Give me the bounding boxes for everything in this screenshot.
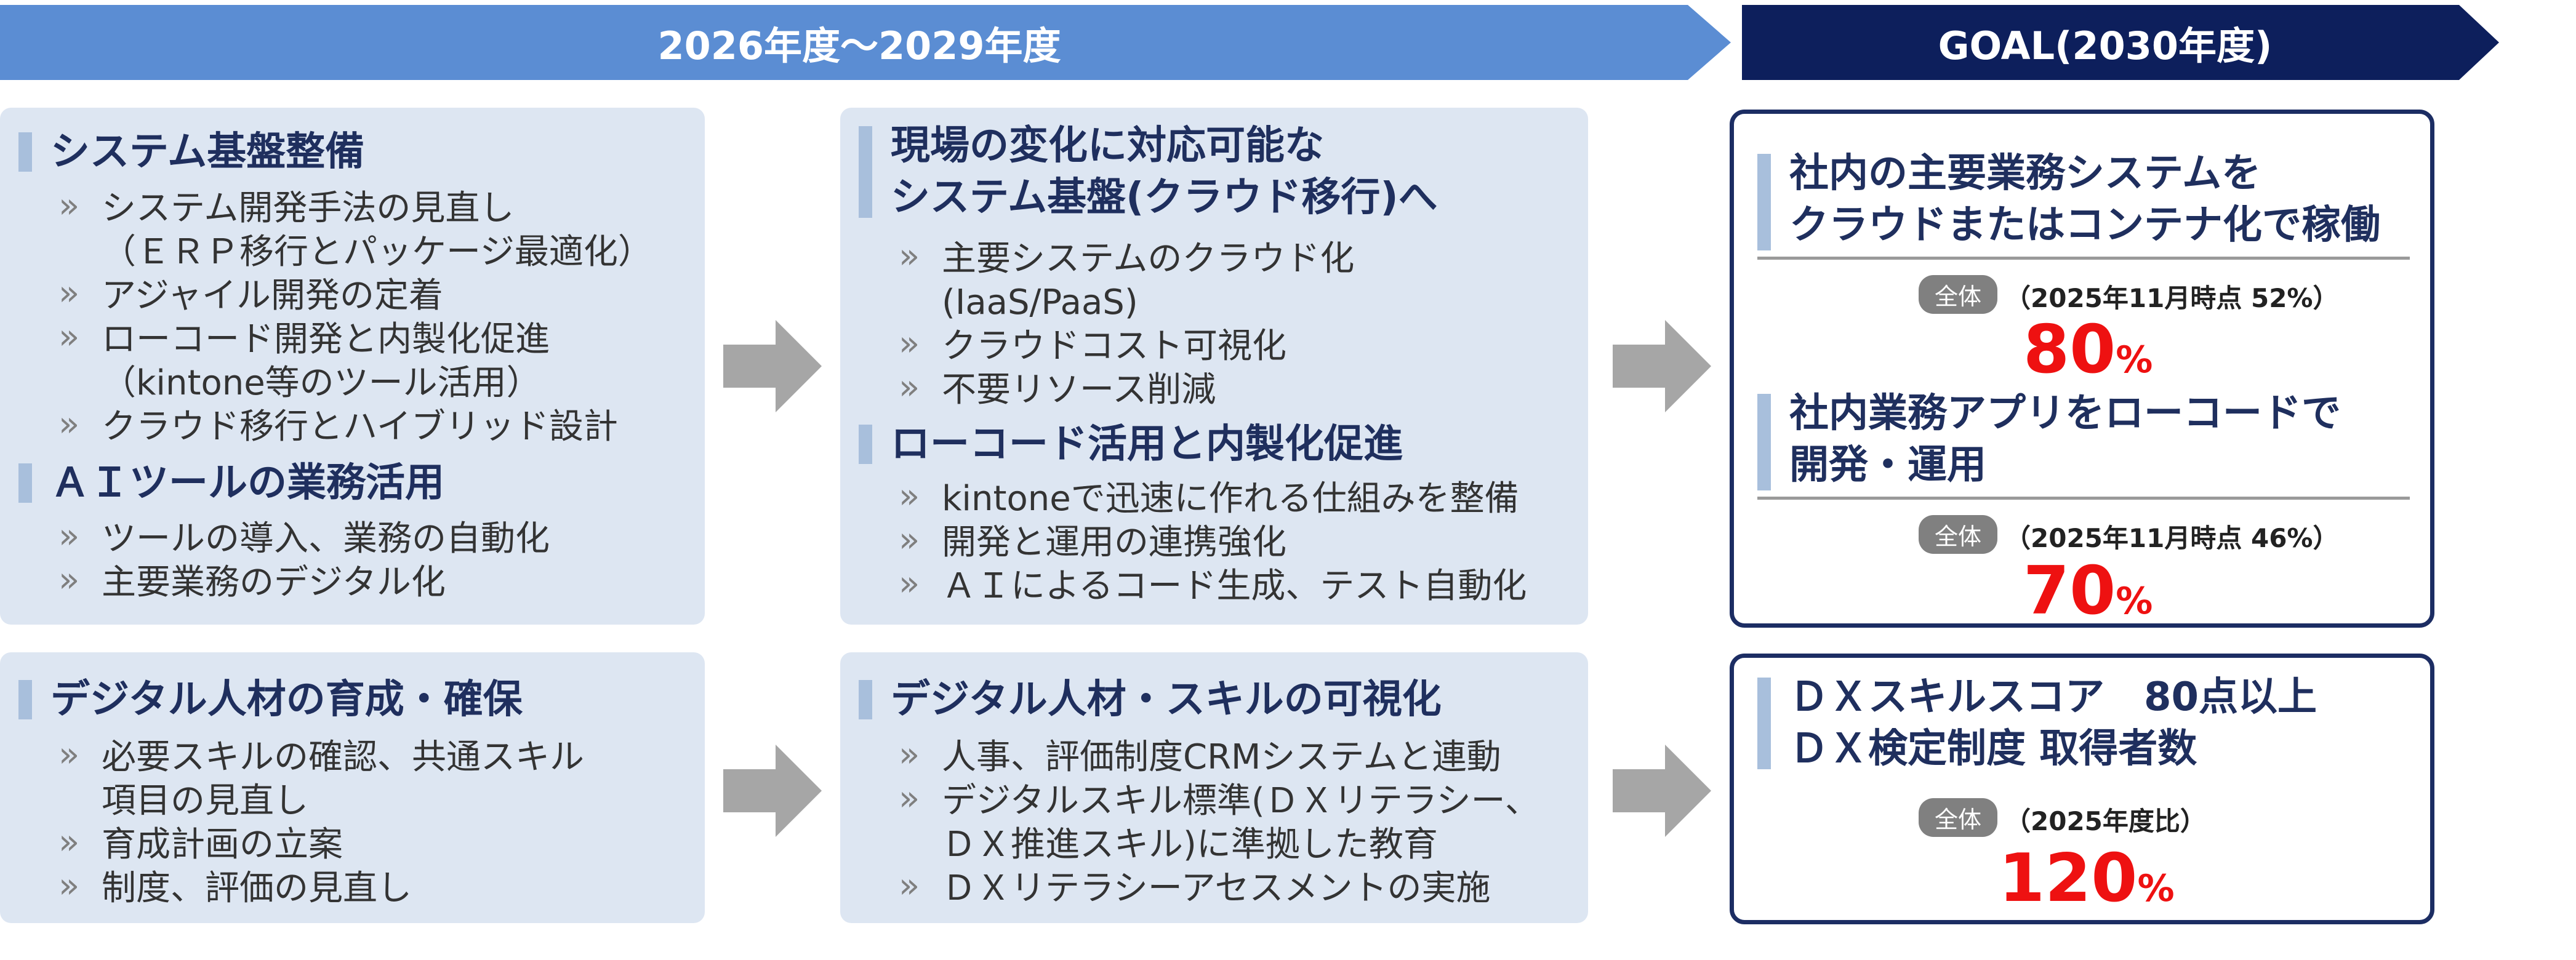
row2-col2-box: デジタル人材・スキルの可視化 人事、評価制度CRMシステムと連動 デジタルスキル…	[840, 652, 1588, 923]
arrow-right-icon	[1613, 745, 1711, 837]
row2-col1-box: デジタル人材の育成・確保 必要スキルの確認、共通スキル 項目の見直し 育成計画の…	[0, 652, 705, 923]
arrow-right-icon	[1613, 320, 1711, 412]
list-item: デジタルスキル標準(ＤＸリテラシー、	[899, 777, 1539, 823]
goal-banner-label: GOAL(2030年度)	[1938, 23, 2273, 68]
section-title-cloud-migration: 現場の変化に対応可能な システム基盤(クラウド移行)へ	[859, 120, 1438, 224]
list-item: ＤＸリテラシーアセスメントの実施	[899, 864, 1539, 910]
list-item: (IaaS/PaaS)	[942, 282, 1138, 322]
list-item: 不要リソース削減	[899, 366, 1354, 412]
goal-title-cloud-systems: 社内の主要業務システムを クラウドまたはコンテナ化で稼働	[1757, 148, 2410, 260]
baseline-note: （2025年度比）	[2005, 806, 2206, 836]
section-title-system-foundation: システム基盤整備	[18, 126, 364, 178]
goal-banner: GOAL(2030年度)	[1742, 5, 2499, 80]
list-item: 育成計画の立案	[58, 820, 584, 866]
list-item: 項目の見直し	[102, 781, 308, 821]
arrow-right-icon	[723, 745, 822, 837]
baseline-note: （2025年11月時点 52%）	[2005, 283, 2339, 313]
digital-talent-list: 必要スキルの確認、共通スキル 項目の見直し 育成計画の立案 制度、評価の見直し	[58, 733, 584, 910]
section-title-ai-tools: ＡＩツールの業務活用	[18, 457, 444, 509]
section-title-skill-visualization: デジタル人材・スキルの可視化	[859, 674, 1442, 726]
list-item: ツールの導入、業務の自動化	[58, 514, 550, 561]
list-item: システム開発手法の見直し	[58, 184, 652, 230]
list-item: アジャイル開発の定着	[58, 271, 652, 318]
period-banner-label: 2026年度～2029年度	[657, 23, 1061, 68]
row1-col1-box: システム基盤整備 システム開発手法の見直し （ＥＲＰ移行とパッケージ最適化） ア…	[0, 108, 705, 625]
list-item: ＡＩによるコード生成、テスト自動化	[899, 562, 1527, 608]
ai-tools-list: ツールの導入、業務の自動化 主要業務のデジタル化	[58, 514, 550, 604]
list-item: 必要スキルの確認、共通スキル	[58, 733, 584, 779]
section-title-digital-talent: デジタル人材の育成・確保	[18, 674, 523, 726]
scope-badge: 全体	[1919, 275, 1998, 314]
target-unit: %	[2137, 867, 2175, 910]
list-item: 主要業務のデジタル化	[58, 558, 550, 604]
skill-visualization-list: 人事、評価制度CRMシステムと連動 デジタルスキル標準(ＤＸリテラシー、 ＤＸ推…	[899, 733, 1539, 910]
title-line: 社内業務アプリをローコードで	[1789, 391, 2341, 436]
list-item: 人事、評価制度CRMシステムと連動	[899, 733, 1539, 779]
list-item: （ＥＲＰ移行とパッケージ最適化）	[102, 232, 652, 272]
title-line: ＤＸスキルスコア 80点以上	[1789, 674, 2317, 720]
row2-goal-box: ＤＸスキルスコア 80点以上 ＤＸ検定制度 取得者数 全体 （2025年度比） …	[1730, 654, 2434, 924]
baseline-note: （2025年11月時点 46%）	[2005, 523, 2339, 553]
title-line: ＤＸ検定制度 取得者数	[1789, 726, 2197, 772]
list-item: 開発と運用の連携強化	[899, 518, 1527, 564]
arrow-right-icon	[723, 320, 822, 412]
list-item: kintoneで迅速に作れる仕組みを整備	[899, 474, 1527, 521]
title-line: クラウドまたはコンテナ化で稼働	[1789, 202, 2380, 249]
target-unit: %	[2116, 580, 2153, 623]
low-code-list: kintoneで迅速に作れる仕組みを整備 開発と運用の連携強化 ＡＩによるコード…	[899, 474, 1527, 608]
target-number: 120	[1999, 840, 2138, 917]
goal-title-low-code-apps: 社内業務アプリをローコードで 開発・運用	[1757, 388, 2410, 500]
target-value: 80%	[2023, 317, 2153, 383]
row1-goal-box: 社内の主要業務システムを クラウドまたはコンテナ化で稼働 全体 （2025年11…	[1730, 110, 2434, 628]
title-line: 社内の主要業務システムを	[1789, 151, 2261, 196]
list-item: 制度、評価の見直し	[58, 864, 584, 910]
row1-col2-box: 現場の変化に対応可能な システム基盤(クラウド移行)へ 主要システムのクラウド化…	[840, 108, 1588, 625]
list-item: ＤＸ推進スキル)に準拠した教育	[942, 825, 1438, 865]
scope-badge: 全体	[1919, 515, 1998, 554]
period-banner: 2026年度～2029年度	[0, 5, 1731, 80]
section-title-low-code: ローコード活用と内製化促進	[859, 418, 1403, 470]
list-item: クラウド移行とハイブリッド設計	[58, 402, 652, 449]
list-item: （kintone等のツール活用）	[102, 363, 541, 403]
target-value: 120%	[1999, 846, 2175, 912]
list-item: クラウドコスト可視化	[899, 322, 1354, 368]
target-value: 70%	[2023, 558, 2153, 625]
target-unit: %	[2116, 338, 2153, 382]
title-line: 現場の変化に対応可能な	[891, 123, 1324, 169]
title-line: システム基盤(クラウド移行)へ	[891, 175, 1438, 221]
scope-badge: 全体	[1919, 798, 1998, 837]
target-number: 70	[2023, 553, 2116, 630]
list-item: 主要システムのクラウド化	[899, 234, 1354, 281]
system-foundation-list: システム開発手法の見直し （ＥＲＰ移行とパッケージ最適化） アジャイル開発の定着…	[58, 184, 652, 449]
target-number: 80	[2023, 311, 2116, 388]
list-item: ローコード開発と内製化促進	[58, 315, 652, 361]
cloud-migration-list: 主要システムのクラウド化 (IaaS/PaaS) クラウドコスト可視化 不要リソ…	[899, 234, 1354, 412]
goal-title-dx-skills: ＤＸスキルスコア 80点以上 ＤＸ検定制度 取得者数	[1757, 671, 2317, 775]
title-line: 開発・運用	[1789, 442, 1986, 489]
